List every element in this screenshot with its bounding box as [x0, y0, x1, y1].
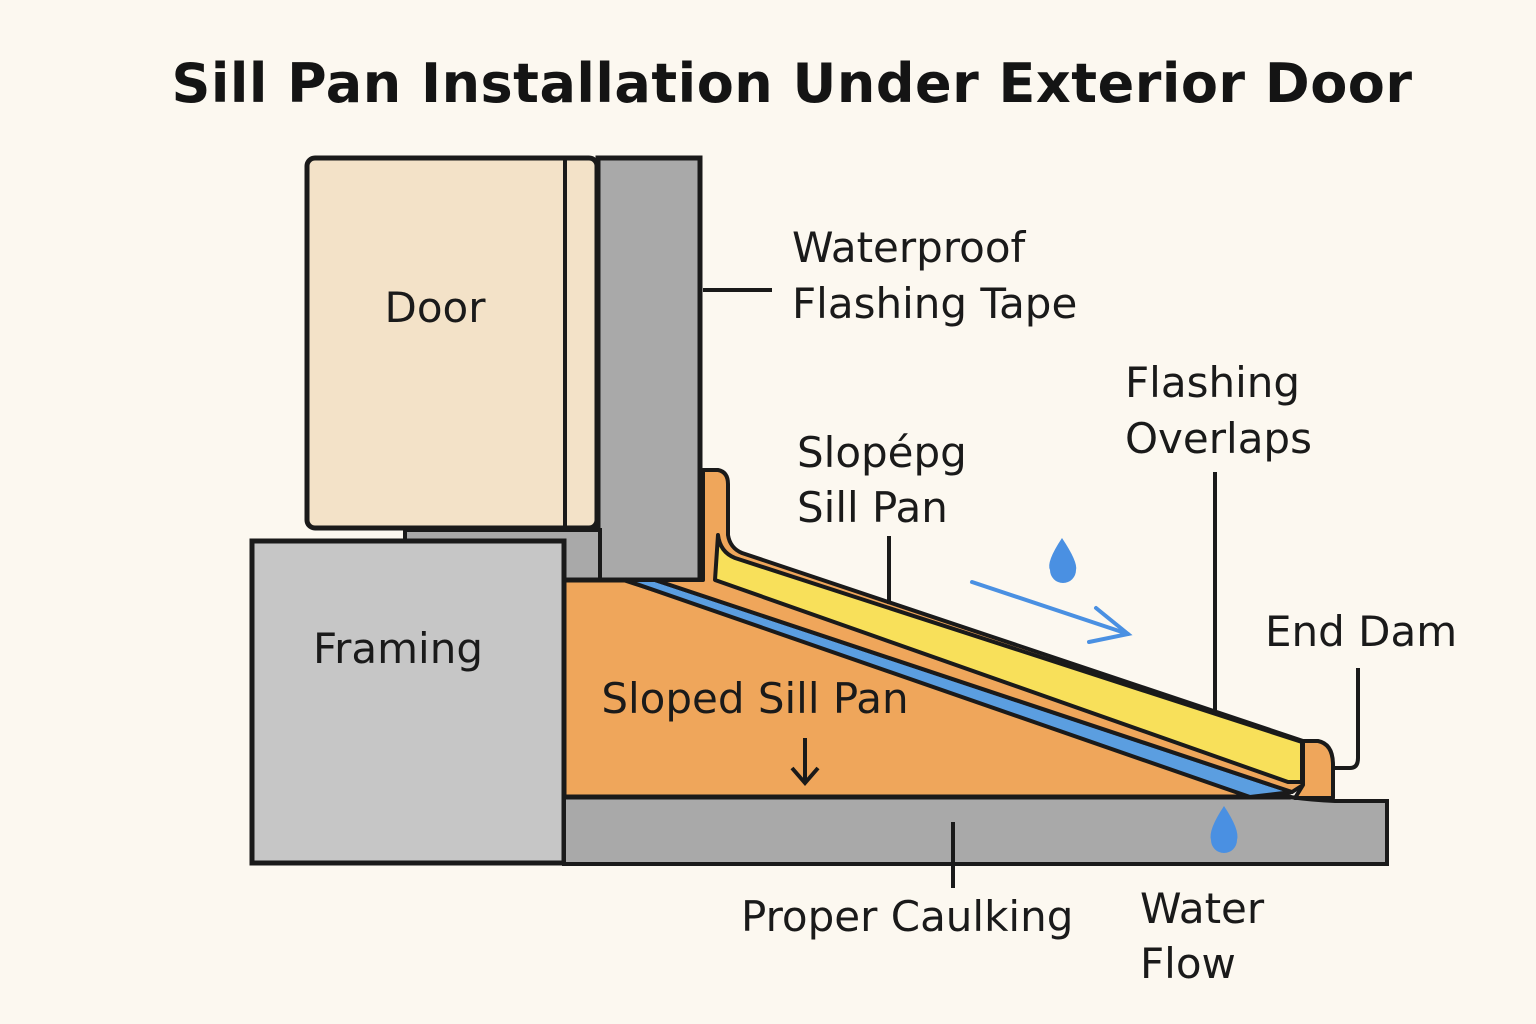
water-drop-icon — [1210, 806, 1238, 853]
framing-label: Framing — [313, 624, 483, 673]
door-label: Door — [384, 283, 486, 332]
door-panel — [304, 155, 600, 531]
water-flow-label-line1: Water — [1140, 884, 1265, 933]
sloping-sill-pan-label-line1: Slopépg — [797, 428, 967, 477]
framing-block — [249, 538, 567, 866]
diagram-title: Sill Pan Installation Under Exterior Doo… — [171, 52, 1413, 115]
waterproof-flashing-tape-label-line2: Flashing Tape — [792, 279, 1077, 328]
sloped-sill-pan-label: Sloped Sill Pan — [601, 674, 908, 723]
leader-lines — [703, 288, 1360, 888]
flashing-overlaps-label-line2: Overlaps — [1125, 414, 1312, 463]
proper-caulking-label: Proper Caulking — [741, 892, 1073, 941]
door-jamb — [595, 155, 703, 583]
subfloor — [562, 795, 1389, 866]
sloping-sill-pan-label-line2: Sill Pan — [797, 483, 948, 532]
water-flow-label-line2: Flow — [1140, 939, 1236, 988]
end-dam-label: End Dam — [1265, 607, 1457, 656]
waterproof-flashing-tape-label-line1: Waterproof — [792, 223, 1027, 272]
flashing-overlaps-label-line1: Flashing — [1125, 358, 1300, 407]
water-drop-icon — [1049, 538, 1077, 583]
end-dam — [1293, 739, 1335, 800]
water-flow-arrow — [970, 580, 1133, 644]
flashing-overlap — [713, 533, 1304, 784]
